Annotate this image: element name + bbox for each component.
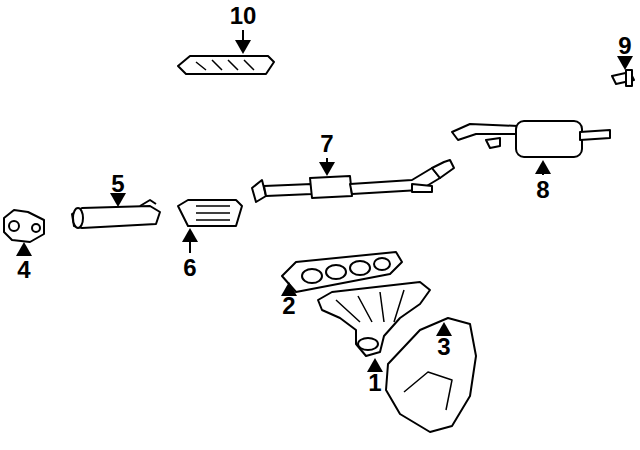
callout-number: 3 <box>437 335 450 359</box>
callout-number: 6 <box>183 256 196 280</box>
callout-number: 9 <box>618 34 631 58</box>
callout-number: 10 <box>230 4 257 28</box>
callout-number: 4 <box>17 258 30 282</box>
callout-number: 1 <box>368 371 381 395</box>
callout-number: 7 <box>320 132 333 156</box>
callout-number: 8 <box>536 178 549 202</box>
callout-number: 5 <box>111 172 124 196</box>
callout-number: 2 <box>282 294 295 318</box>
